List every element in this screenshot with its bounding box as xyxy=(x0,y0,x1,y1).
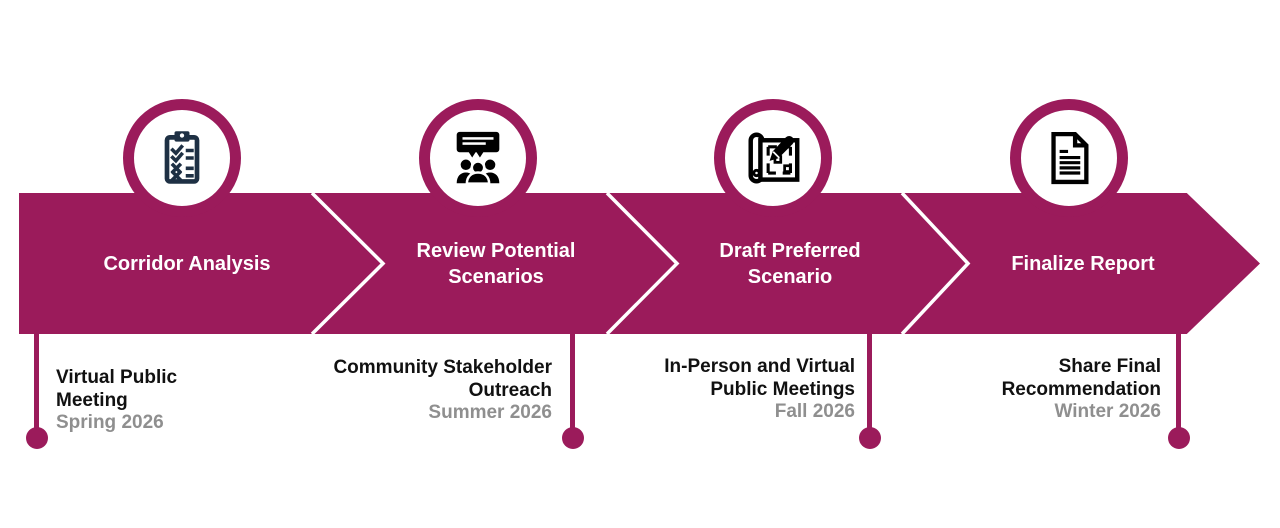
stage-2-connector-line xyxy=(570,334,575,438)
stage-3-title-line1: Draft Preferred xyxy=(719,239,861,262)
stage-3-milestone-date: Fall 2026 xyxy=(774,401,855,422)
stage-1-title-line1: Corridor Analysis xyxy=(103,252,271,275)
report-document-icon xyxy=(1051,131,1089,185)
stage-2-milestone-line2: Outreach xyxy=(468,379,552,401)
stage-1-connector-line xyxy=(34,334,39,438)
stage-2-connector-dot xyxy=(562,427,584,449)
stage-3-milestone-label: In-Person and Virtual Public Meetings Fa… xyxy=(664,356,855,424)
blueprint-pencil-icon xyxy=(748,132,800,184)
stage-3-icon-circle xyxy=(714,99,832,217)
stage-1-icon-circle xyxy=(123,99,241,217)
stage-4-title: Finalize Report xyxy=(923,193,1243,334)
stage-4-milestone-date: Winter 2026 xyxy=(1054,401,1162,422)
stage-4-milestone-line1: Share Final xyxy=(1058,356,1161,377)
stage-3-milestone-line2: Public Meetings xyxy=(710,378,855,400)
stage-1-milestone-label: Virtual Public Meeting Spring 2026 xyxy=(56,367,177,435)
stage-4-icon-circle xyxy=(1010,99,1128,217)
stage-3-title-line2: Scenario xyxy=(747,265,833,288)
stage-4-title-line1: Finalize Report xyxy=(1011,252,1155,275)
audience-discussion-icon xyxy=(456,131,500,185)
stage-1-milestone-line1: Virtual Public xyxy=(56,367,178,388)
stage-4-connector-dot xyxy=(1168,427,1190,449)
stage-4-milestone-label: Share Final Recommendation Winter 2026 xyxy=(1002,356,1161,424)
stage-1-connector-dot xyxy=(26,427,48,449)
stage-3-milestone-line1: In-Person and Virtual xyxy=(664,356,855,377)
stage-4-milestone-line2: Recommendation xyxy=(1001,378,1161,400)
clipboard-checklist-icon xyxy=(164,131,200,184)
stage-2-title: Review Potential Scenarios xyxy=(336,193,656,334)
stage-2-title-line2: Scenarios xyxy=(448,265,544,288)
stage-2-title-line1: Review Potential xyxy=(416,239,576,262)
stage-2-milestone-line1: Community Stakeholder xyxy=(333,357,552,378)
stage-1-title: Corridor Analysis xyxy=(27,193,347,334)
stage-3-title: Draft Preferred Scenario xyxy=(630,193,950,334)
stage-2-milestone-date: Summer 2026 xyxy=(428,402,552,423)
stage-2-icon-circle xyxy=(419,99,537,217)
stage-4-connector-line xyxy=(1176,334,1181,438)
stage-1-milestone-date: Spring 2026 xyxy=(56,412,164,433)
stage-3-connector-dot xyxy=(859,427,881,449)
stage-2-milestone-label: Community Stakeholder Outreach Summer 20… xyxy=(333,357,552,425)
stage-1-milestone-line2: Meeting xyxy=(56,389,128,411)
stage-3-connector-line xyxy=(867,334,872,438)
